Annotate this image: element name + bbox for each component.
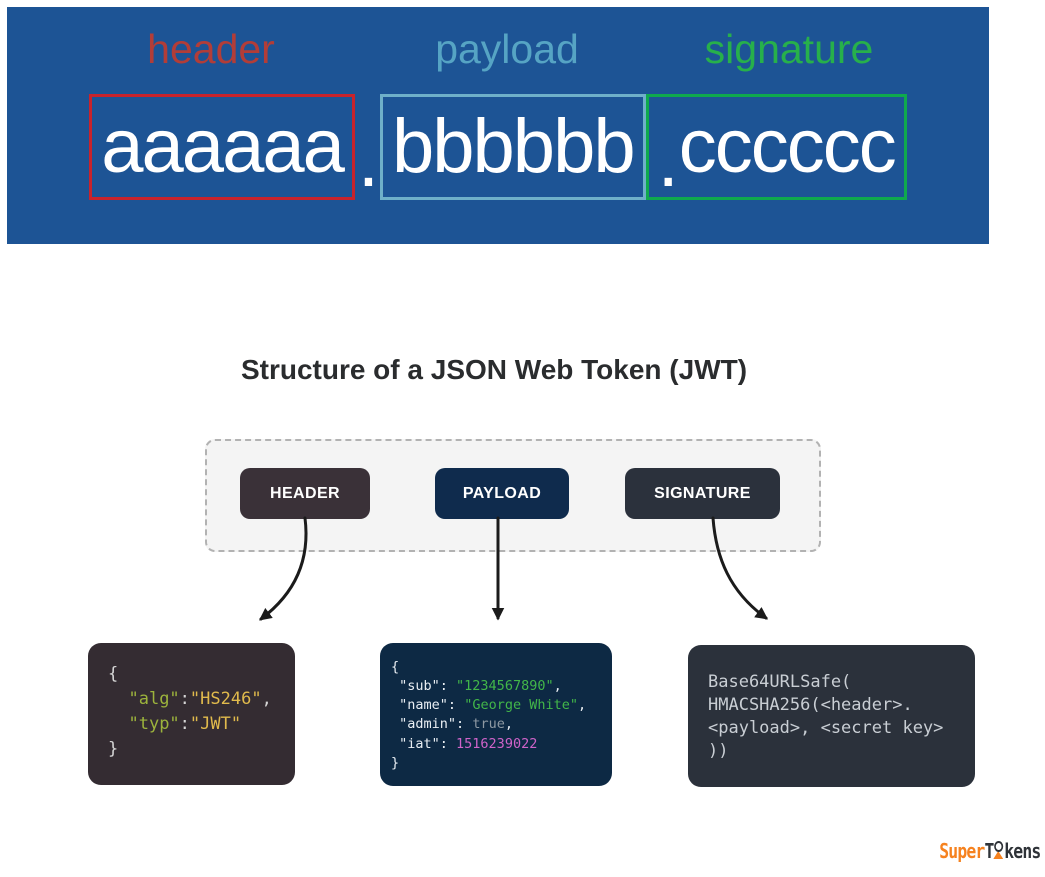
signature-label: signature [704, 26, 874, 72]
token-payload-text: bbbbbb [392, 104, 636, 189]
token-string: aaaaaa . bbbbbb . cccccc [7, 93, 989, 201]
token-header-box: aaaaaa [89, 94, 355, 200]
signature-pill: SIGNATURE [625, 468, 780, 519]
logo-kens-text: kens [1003, 839, 1041, 863]
logo-super-text: Super [938, 839, 985, 863]
token-signature-text: cccccc [678, 104, 897, 189]
payload-pill: PAYLOAD [435, 468, 569, 519]
token-signature-box: . cccccc [645, 94, 907, 203]
header-pill: HEADER [240, 468, 370, 519]
token-separator-2: . [657, 118, 679, 203]
header-code-box: { "alg":"HS246", "typ":"JWT"} [88, 643, 295, 785]
token-parts-container: HEADER PAYLOAD SIGNATURE [205, 439, 821, 552]
page-title: Structure of a JSON Web Token (JWT) [240, 354, 748, 385]
lock-icon [993, 838, 1004, 859]
payload-code-box: { "sub": "1234567890", "name": "George W… [380, 643, 612, 786]
token-separator: . [357, 118, 379, 203]
token-header-text: aaaaaa [101, 104, 345, 189]
token-payload-box: bbbbbb [380, 94, 646, 200]
payload-label: payload [435, 26, 579, 72]
token-banner: header payload signature aaaaaa . bbbbbb… [7, 7, 989, 244]
header-label: header [147, 26, 275, 72]
logo-t-text: T [984, 839, 994, 863]
signature-code-box: Base64URLSafe(HMACSHA256(<header>.<paylo… [688, 645, 975, 787]
